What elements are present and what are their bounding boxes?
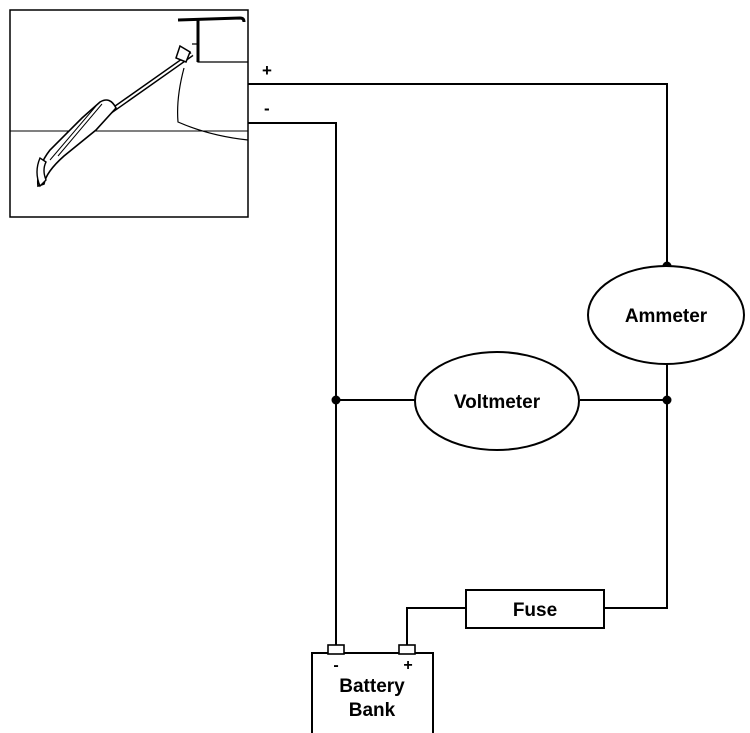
voltmeter-label: Voltmeter xyxy=(454,392,541,413)
ammeter-label: Ammeter xyxy=(625,306,708,327)
lower-unit-detail xyxy=(49,103,103,161)
fuse-shape xyxy=(465,589,605,629)
battery-bank: - + Battery Bank xyxy=(311,644,434,733)
battery-positive-post xyxy=(398,644,416,655)
fuse-label: Fuse xyxy=(513,600,557,621)
battery-negative-label: - xyxy=(333,657,338,674)
voltmeter: Voltmeter xyxy=(414,351,580,451)
motor-illustration xyxy=(9,9,249,218)
wire-fuse-to-battery xyxy=(406,607,466,647)
voltmeter-shape xyxy=(414,351,580,451)
battery-label-line2: Bank xyxy=(349,700,396,721)
motor-shaft-inner xyxy=(103,53,193,117)
battery-label-line1: Battery xyxy=(339,676,405,697)
battery-case xyxy=(311,652,434,733)
battery-negative-post xyxy=(327,644,345,655)
wire-to-fuse xyxy=(604,400,668,609)
transom-top xyxy=(177,16,246,23)
motor-head xyxy=(175,44,191,63)
wire-negative-lead xyxy=(248,122,337,647)
ammeter-shape xyxy=(587,265,745,365)
negative-terminal-label: - xyxy=(264,99,270,118)
wire-positive-lead xyxy=(248,83,668,266)
positive-terminal-label: + xyxy=(262,61,272,80)
junction-positive xyxy=(662,395,672,405)
junction-negative xyxy=(331,395,341,405)
motor-frame xyxy=(9,9,249,218)
fuse: Fuse xyxy=(465,589,605,629)
ammeter: Ammeter xyxy=(587,265,745,365)
wires xyxy=(248,83,668,647)
propeller xyxy=(36,156,47,188)
hull-curve xyxy=(177,67,249,141)
battery-positive-label: + xyxy=(403,657,412,674)
